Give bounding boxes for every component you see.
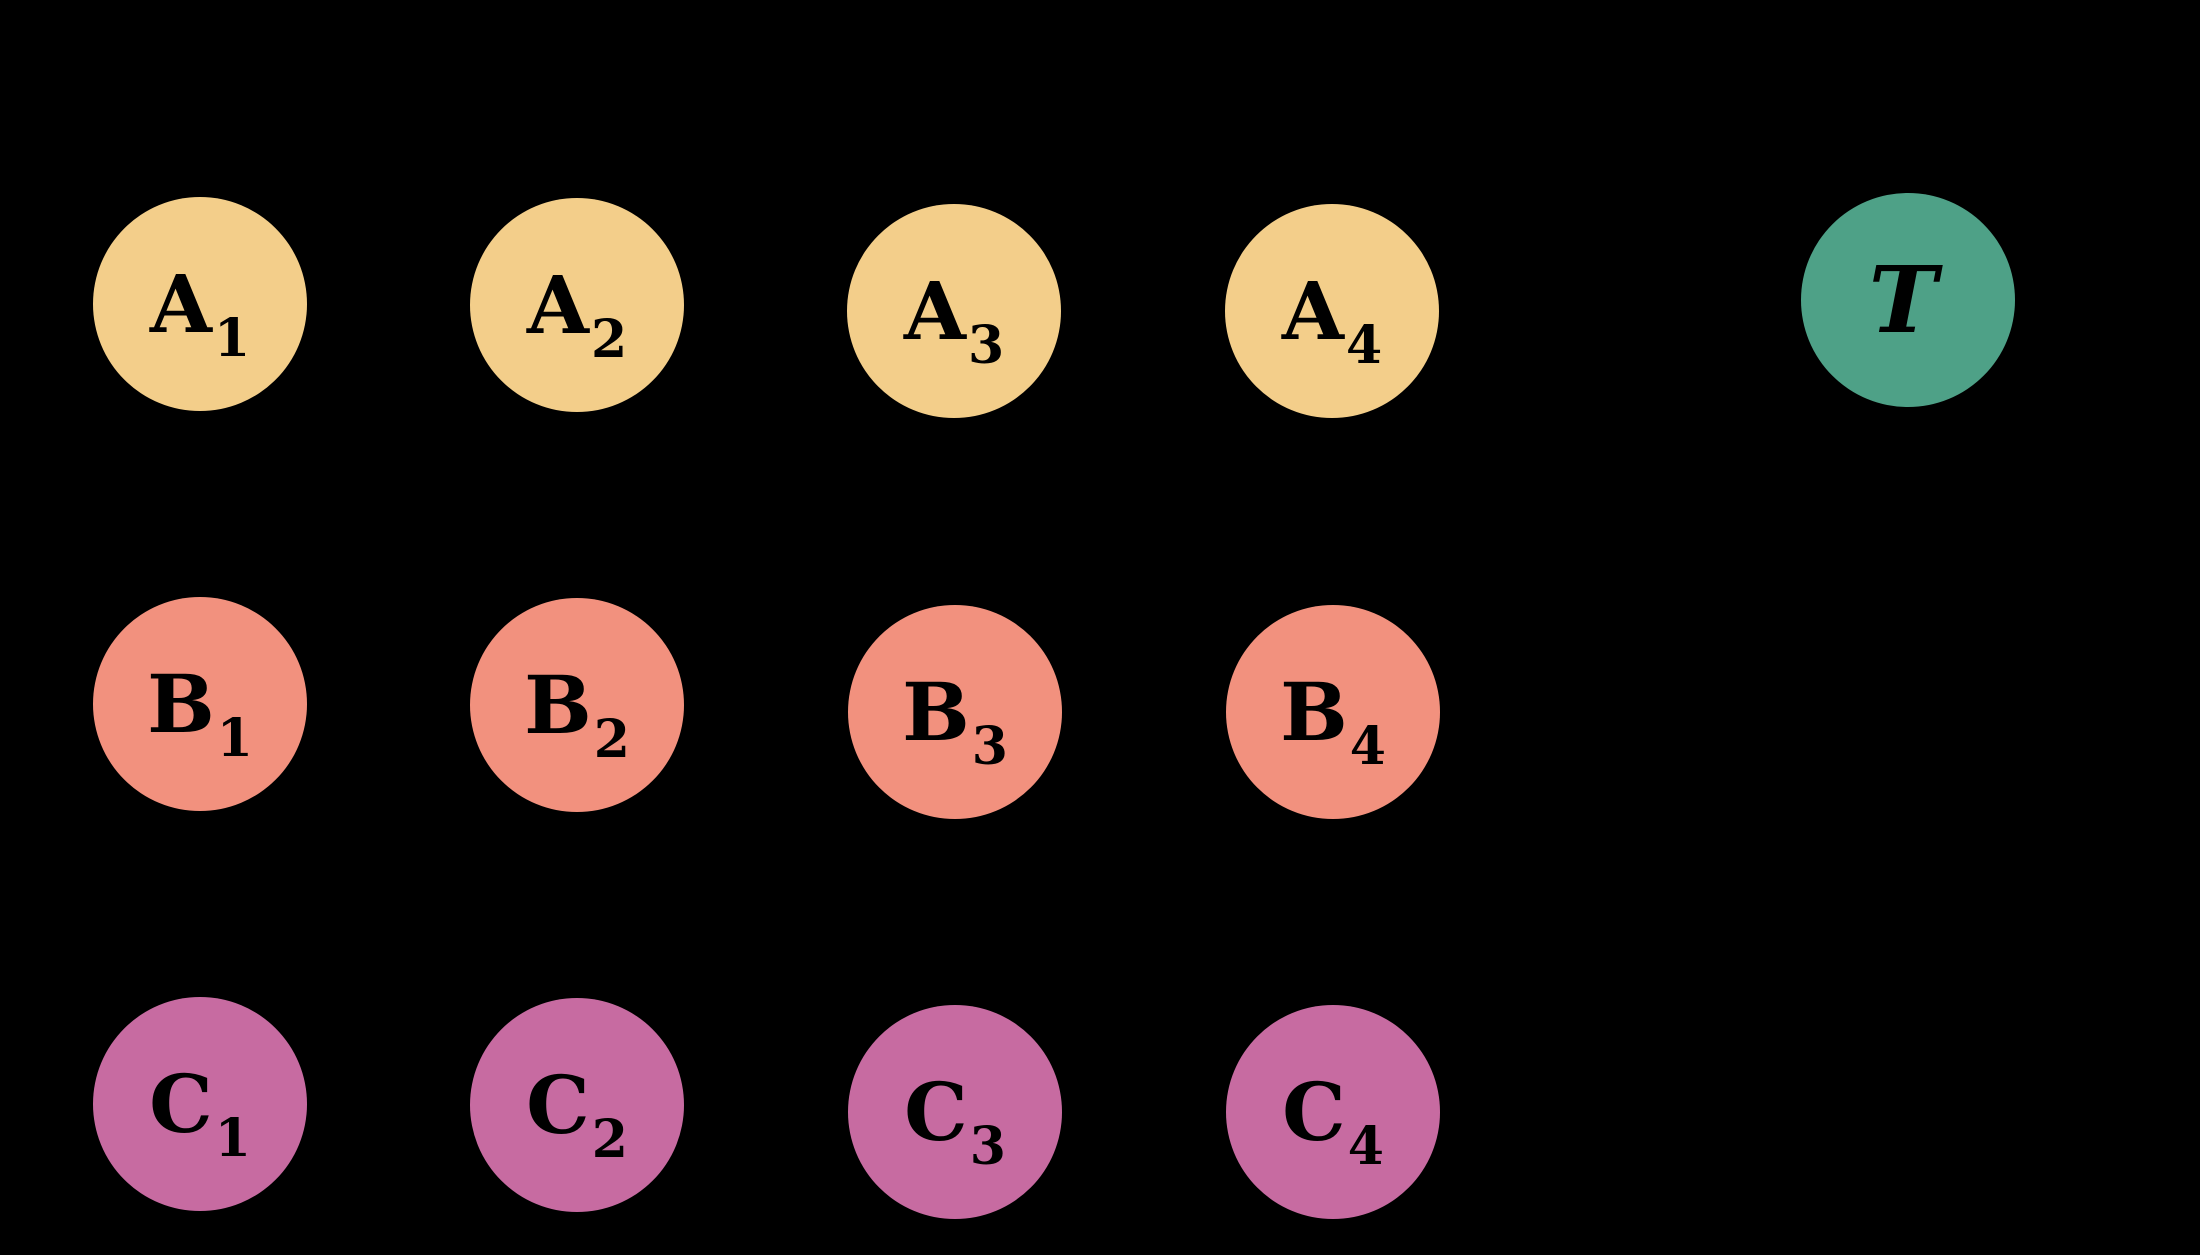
node-label-base: A <box>526 258 589 352</box>
node-label-subscript: 1 <box>216 708 253 769</box>
node-label-subscript: 4 <box>1349 716 1386 777</box>
node-label-base: B <box>902 665 970 759</box>
node-label-base: T <box>1868 246 1938 354</box>
node-label-base: B <box>1280 665 1348 759</box>
node-label-base: A <box>903 264 966 358</box>
node-label-base: A <box>1281 264 1344 358</box>
node-label-subscript: 1 <box>213 308 251 369</box>
node-label-t: T <box>1869 254 1947 346</box>
node-label-base: A <box>149 257 212 351</box>
node-label-base: C <box>526 1058 590 1152</box>
node-label-subscript: 3 <box>967 315 1005 376</box>
node-t: T <box>1801 193 2015 407</box>
node-label-base: B <box>147 657 215 751</box>
node-label-subscript: 1 <box>214 1108 251 1169</box>
node-label-base: C <box>904 1065 968 1159</box>
node-label-subscript: 3 <box>971 716 1008 777</box>
node-label-subscript: 4 <box>1347 1116 1384 1177</box>
node-label-subscript: 4 <box>1345 315 1383 376</box>
node-label-subscript: 3 <box>969 1116 1006 1177</box>
node-label-base: C <box>149 1057 213 1151</box>
node-label-subscript: 2 <box>593 709 630 770</box>
node-label-subscript: 2 <box>591 1109 628 1170</box>
node-label-base: B <box>524 658 592 752</box>
node-label-subscript: 2 <box>590 309 628 370</box>
node-label-base: C <box>1282 1065 1346 1159</box>
